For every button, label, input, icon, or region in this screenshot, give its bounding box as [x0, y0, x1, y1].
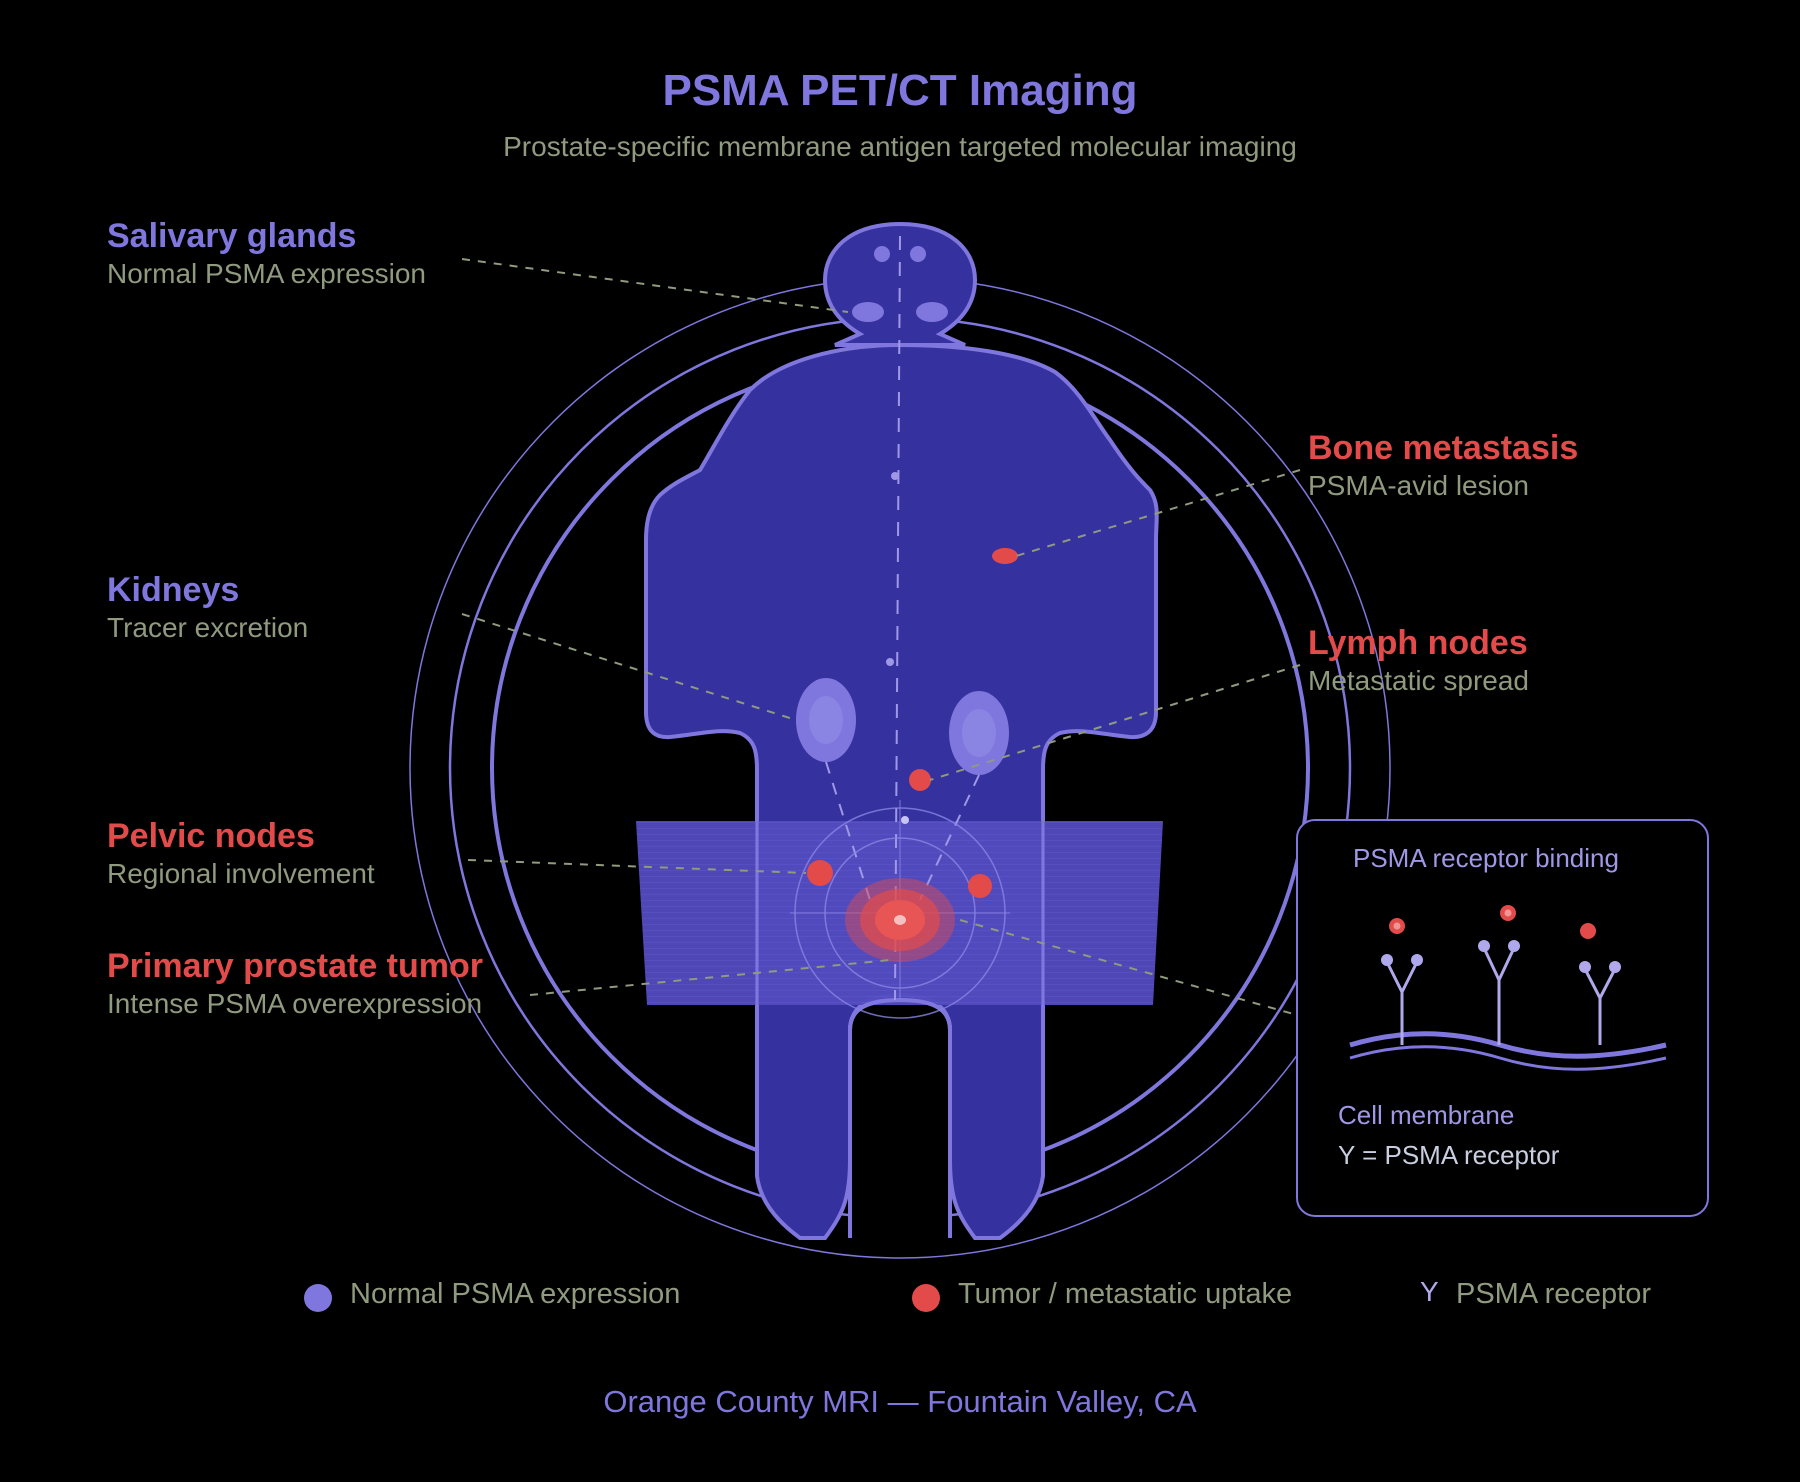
- annotation-desc: Normal PSMA expression: [107, 258, 427, 289]
- page-subtitle: Prostate-specific membrane antigen targe…: [503, 131, 1297, 162]
- legend-label-receptor: PSMA receptor: [1456, 1278, 1652, 1310]
- annotation-title: Pelvic nodes: [107, 817, 315, 855]
- annotation-desc: Regional involvement: [107, 858, 375, 889]
- spine-midline: [894, 235, 901, 1001]
- inset-caption-receptor: Y = PSMA receptor: [1338, 1140, 1560, 1170]
- page-title: PSMA PET/CT Imaging: [662, 66, 1138, 115]
- eye-right: [910, 246, 926, 262]
- psma-ligands: [1389, 905, 1596, 939]
- receptor-y-icon: Y: [1420, 1276, 1439, 1307]
- inset-caption-membrane: Cell membrane: [1338, 1100, 1515, 1130]
- annotation-title: Bone metastasis: [1308, 429, 1579, 467]
- annotation-lymph-nodes: Lymph nodes Metastatic spread: [1308, 623, 1529, 699]
- annotation-desc: Intense PSMA overexpression: [107, 988, 483, 1019]
- legend-label-normal: Normal PSMA expression: [350, 1278, 681, 1310]
- salivary-gland-left: [852, 302, 884, 322]
- annotation-desc: Metastatic spread: [1308, 665, 1529, 696]
- bone-metastasis-lesion: [992, 548, 1018, 564]
- body-silhouette: [644, 221, 1159, 1240]
- salivary-gland-right: [916, 302, 948, 322]
- receptor-inset: [1296, 819, 1709, 1217]
- annotation-title: Kidneys: [107, 571, 240, 609]
- inset-title: PSMA receptor binding: [1353, 843, 1619, 873]
- annotation-bone-metastasis: Bone metastasis PSMA-avid lesion: [1308, 428, 1578, 504]
- annotation-desc: PSMA-avid lesion: [1308, 470, 1529, 501]
- annotation-desc: Tracer excretion: [107, 612, 309, 643]
- annotation-title: Lymph nodes: [1308, 624, 1528, 662]
- pelvic-node-left: [807, 860, 833, 886]
- red-dot-icon: [912, 1284, 940, 1312]
- pelvic-node-right: [968, 874, 992, 898]
- annotation-primary-tumor: Primary prostate tumor Intense PSMA over…: [107, 946, 483, 1022]
- primary-tumor-core: [894, 915, 906, 925]
- lymph-node: [909, 769, 931, 791]
- purple-dot-icon: [304, 1284, 332, 1312]
- annotation-kidneys: Kidneys Tracer excretion: [107, 570, 308, 646]
- annotation-pelvic-nodes: Pelvic nodes Regional involvement: [107, 816, 375, 892]
- annotation-title: Salivary glands: [107, 217, 357, 255]
- annotation-salivary-glands: Salivary glands Normal PSMA expression: [107, 216, 426, 292]
- leader-lines: [461, 258, 1301, 1016]
- footer-credit: Orange County MRI — Fountain Valley, CA: [603, 1384, 1197, 1419]
- legend-label-tumor: Tumor / metastatic uptake: [958, 1278, 1293, 1310]
- eye-left: [874, 246, 890, 262]
- annotation-title: Primary prostate tumor: [107, 947, 483, 985]
